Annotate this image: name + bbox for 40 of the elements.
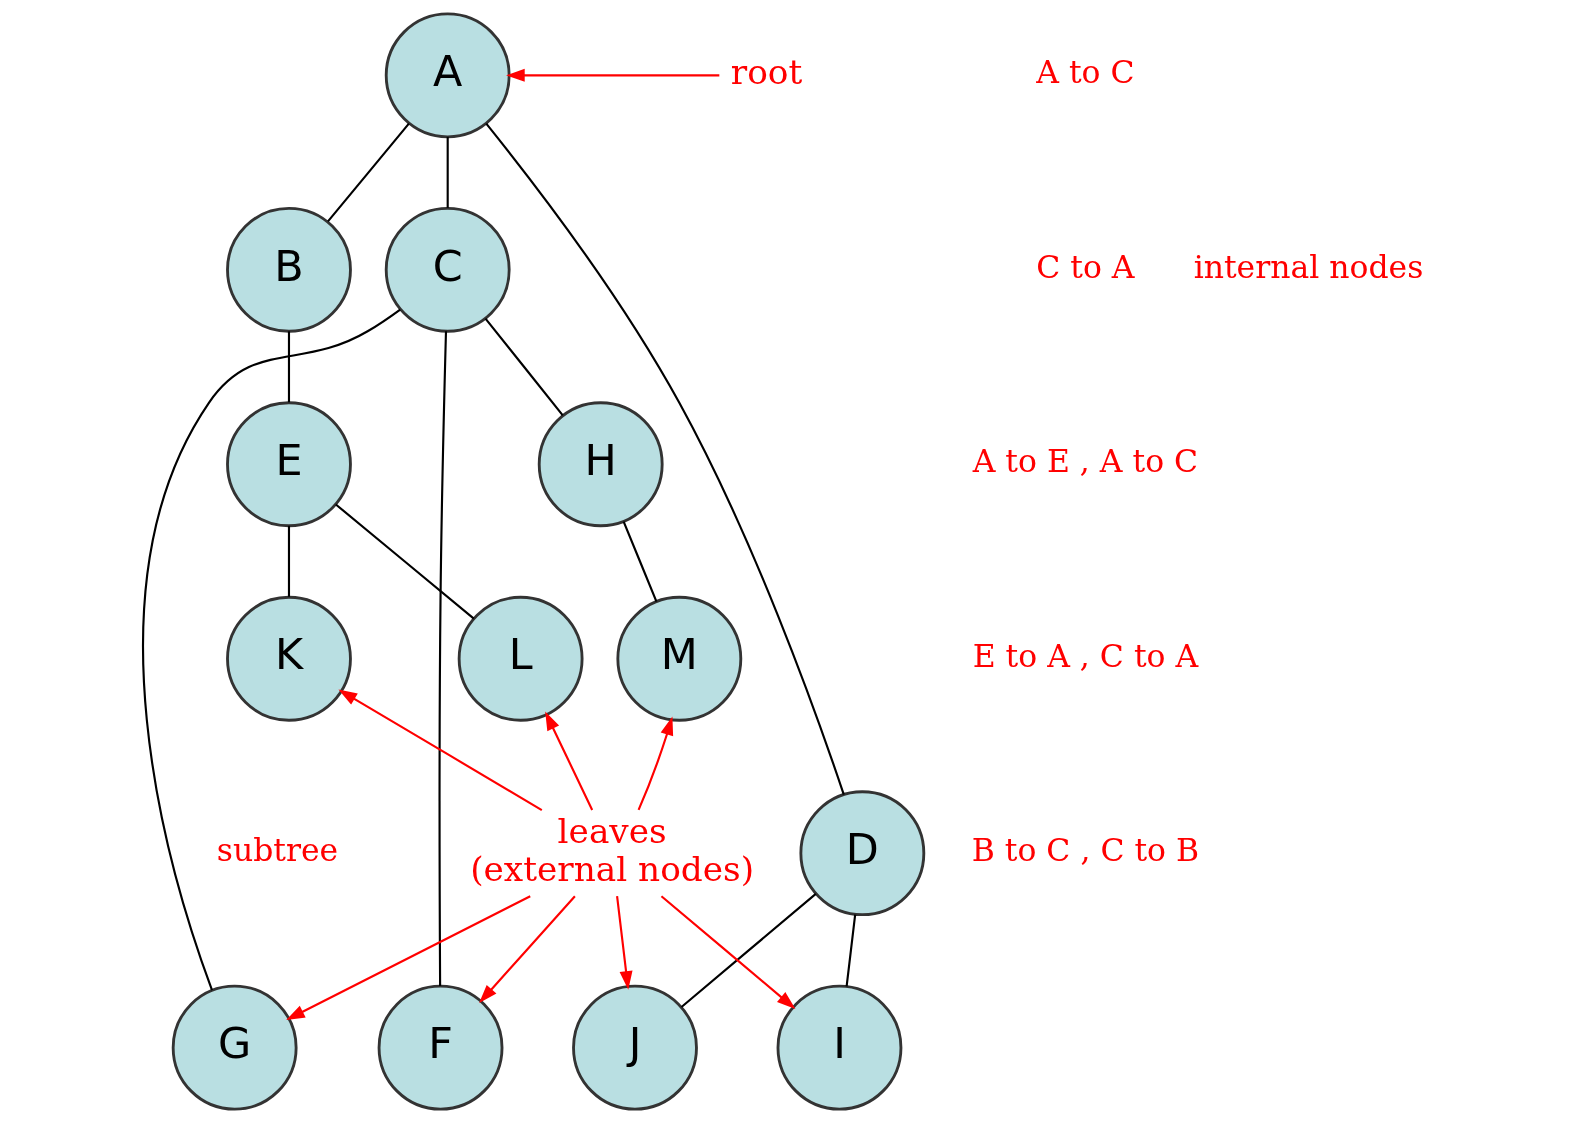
arrow [615,896,633,990]
label: B to C , C to B [971,832,1199,869]
arrow [478,895,576,1004]
arrow [544,711,593,811]
node-text: root [730,52,802,93]
node-circle: C [384,206,511,333]
label: C to A [1035,248,1135,285]
label: internal nodes [1193,248,1423,285]
connector [438,331,447,986]
label: E to A , C to A [972,637,1198,674]
connector [622,521,657,603]
arrow [660,895,795,1010]
node-circle: B [225,206,352,333]
connector [484,317,564,417]
node-circle: J [571,984,698,1111]
node-circle: D [798,790,925,917]
connector [287,525,290,597]
connector [326,122,410,222]
connector [334,503,474,620]
connector [680,893,816,1008]
label: subtree [216,832,338,869]
node-circle: A [384,12,511,139]
arrow [337,689,542,811]
connector [141,308,401,991]
node-circle: H [537,401,664,528]
node-circle: M [615,595,742,722]
arrow [285,895,531,1021]
arrow [637,716,673,811]
node-circle: L [457,595,584,722]
connector [845,914,856,987]
node-text: leaves (external nodes) [469,811,754,889]
label: A to C [1035,54,1135,91]
node-circle: K [225,595,352,722]
arrow [505,68,719,82]
connector [446,136,449,208]
node-circle: G [171,984,298,1111]
connector [484,122,845,795]
connector [287,331,290,403]
node-circle: E [225,401,352,528]
label: A to E , A to C [972,443,1198,480]
